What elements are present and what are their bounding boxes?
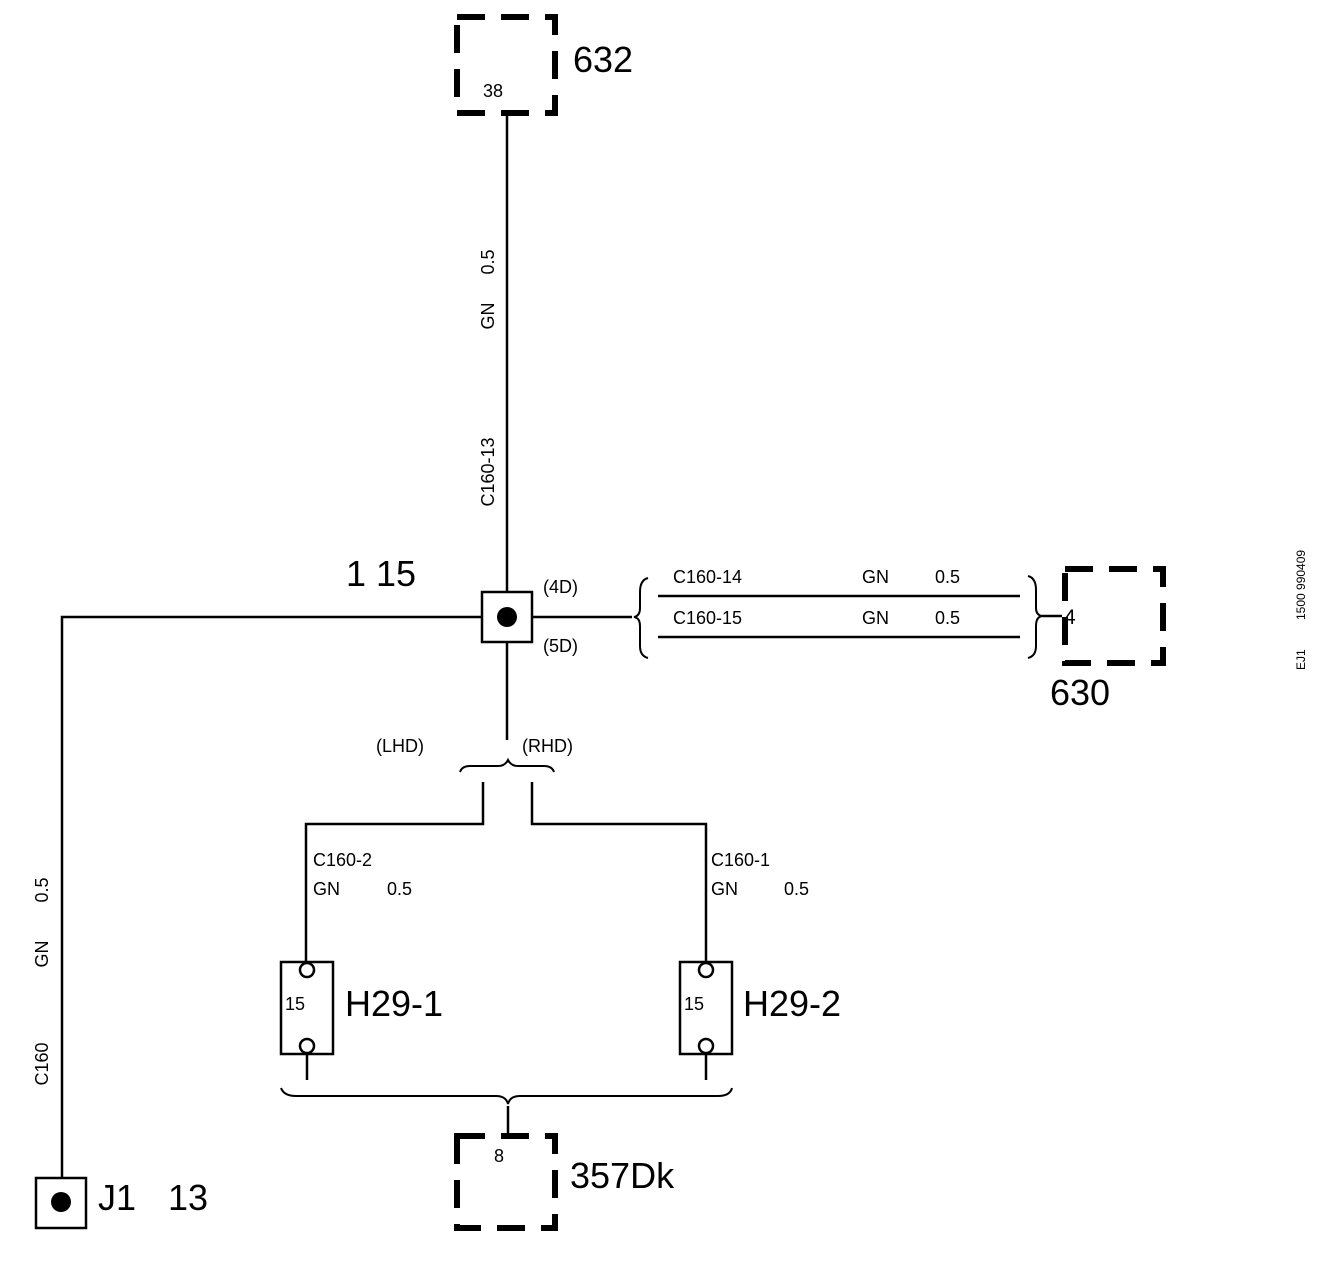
h29-1-top-terminal [298, 961, 316, 979]
component-632-label: 632 [573, 39, 633, 80]
junction-label: 1 15 [346, 553, 416, 594]
wire-right-a-connector: C160-14 [673, 567, 742, 587]
right-brace-630 [1027, 575, 1043, 659]
h29-1-label: H29-1 [345, 983, 443, 1024]
left-brace-630 [633, 577, 649, 659]
component-357-pin: 8 [494, 1146, 504, 1166]
component-632: 38 632 [454, 14, 633, 116]
variant-lhd: (LHD) [376, 736, 424, 756]
variant-rhd: (RHD) [522, 736, 573, 756]
junction-upper-note: (4D) [543, 577, 578, 597]
component-357-label: 357Dk [570, 1155, 675, 1196]
wire-right-a-size: 0.5 [935, 567, 960, 587]
wire-right-b-size: 0.5 [935, 608, 960, 628]
h29-2-pin: 15 [684, 994, 704, 1014]
component-j1: J1 13 [34, 1176, 208, 1230]
wire-lhd-color: GN [313, 879, 340, 899]
h29-2-top-terminal [697, 961, 715, 979]
component-h29-2: 15 H29-2 [678, 960, 841, 1056]
wire-lhd-connector: C160-2 [313, 850, 372, 870]
component-630-label: 630 [1050, 672, 1110, 713]
component-630-pin: 4 [1064, 606, 1076, 629]
wire-rhd-connector: C160-1 [711, 850, 770, 870]
h29-2-bottom-terminal [697, 1037, 715, 1055]
junction-1-15: 1 15 (4D) (5D) [346, 553, 578, 656]
wire-right-b-connector: C160-15 [673, 608, 742, 628]
split-brace [459, 757, 555, 773]
h29-1-pin: 15 [285, 994, 305, 1014]
wire-c160-13-color: GN [478, 303, 498, 330]
wire-rhd-color: GN [711, 879, 738, 899]
wire-right-b-color: GN [862, 608, 889, 628]
wire-rhd-size: 0.5 [784, 879, 809, 899]
wire-right-a-color: GN [862, 567, 889, 587]
wire-left-size: 0.5 [32, 877, 52, 902]
margin-number: 1500 990409 [1294, 550, 1308, 620]
wire-c160-left [60, 615, 482, 1178]
component-357dk: 8 357Dk [454, 1133, 675, 1231]
wire-lhd-branch [304, 782, 485, 962]
j1-pin: 13 [168, 1177, 208, 1218]
junction-lower-note: (5D) [543, 636, 578, 656]
component-h29-1: 15 H29-1 [279, 960, 443, 1056]
margin-code: EJ1 [1294, 649, 1308, 670]
h29-1-bottom-terminal [298, 1037, 316, 1055]
wire-c160-13-size: 0.5 [478, 249, 498, 274]
wire-left-color: GN [32, 941, 52, 968]
component-630: 4 630 [1050, 566, 1166, 713]
component-632-pin: 38 [483, 81, 503, 101]
wire-rhd-branch [530, 782, 708, 962]
h29-2-label: H29-2 [743, 983, 841, 1024]
wire-lhd-size: 0.5 [387, 879, 412, 899]
wire-left-connector: C160 [32, 1042, 52, 1085]
wire-c160-13-connector: C160-13 [478, 437, 498, 506]
junction-dot [497, 607, 517, 627]
j1-dot [51, 1192, 71, 1212]
j1-label: J1 [98, 1177, 136, 1218]
bottom-brace [280, 1087, 733, 1105]
